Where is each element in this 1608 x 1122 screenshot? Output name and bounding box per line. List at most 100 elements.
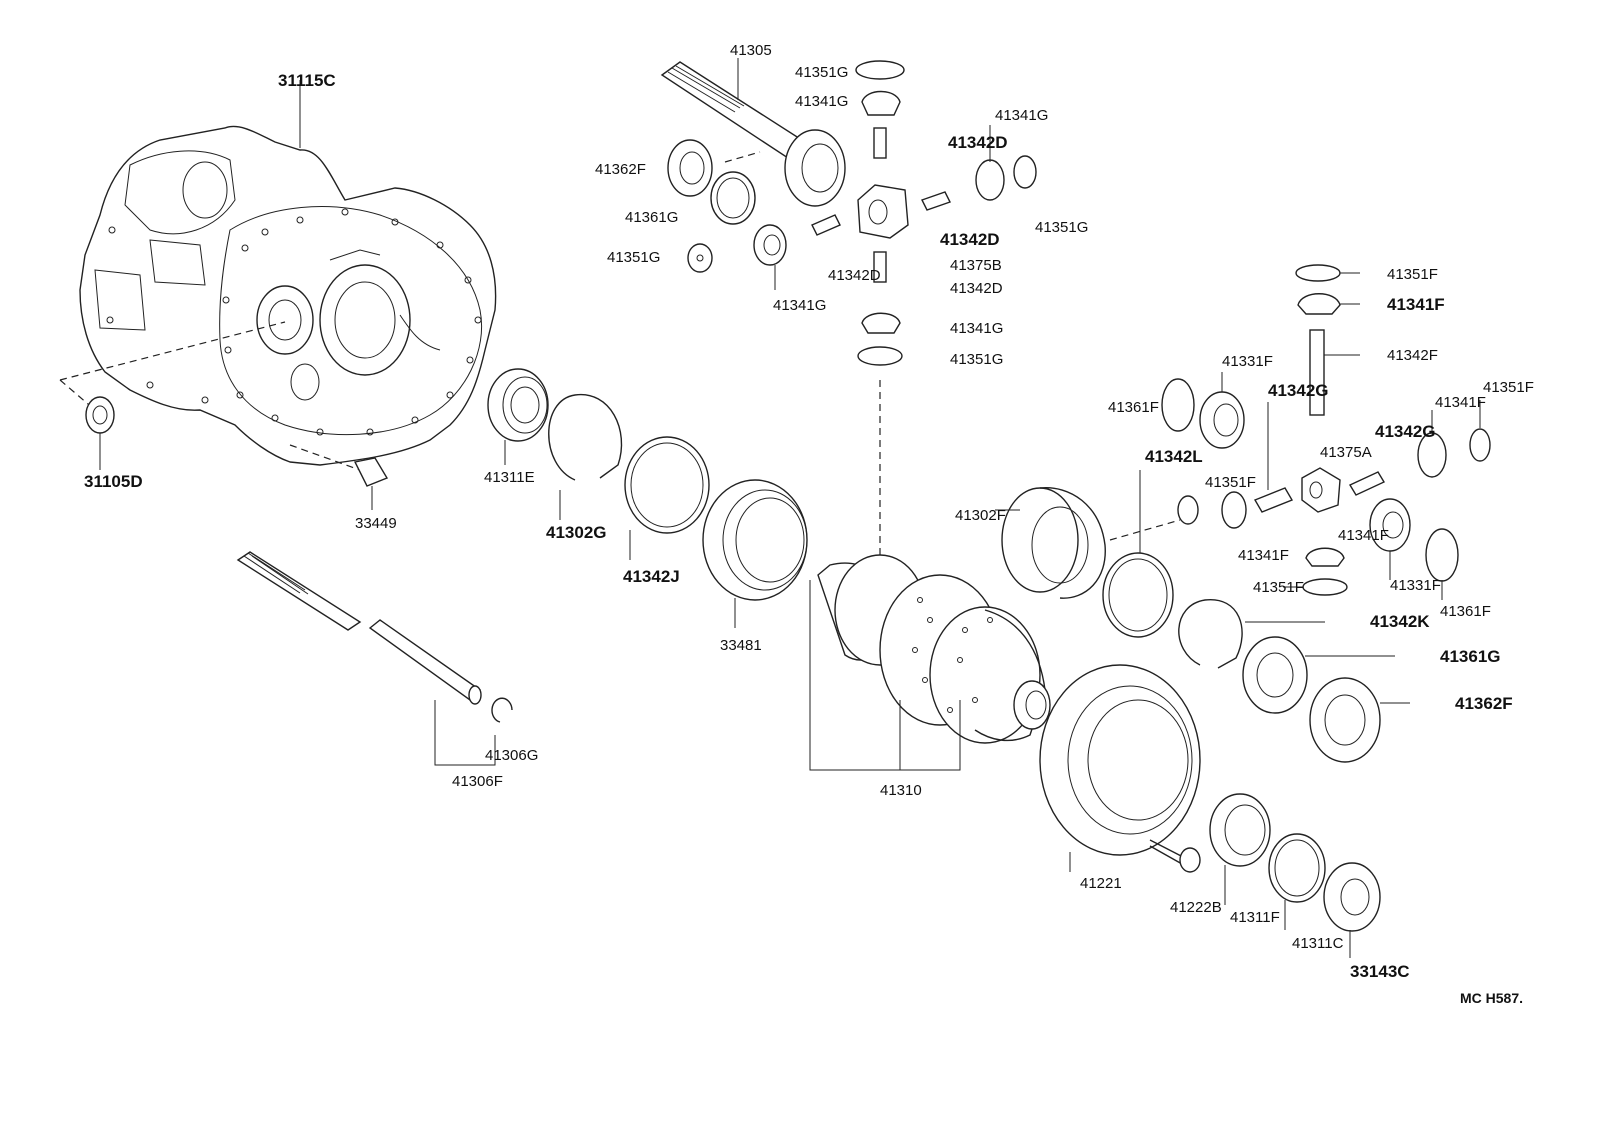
shim-41342L xyxy=(1102,470,1174,638)
washer-41361F-right xyxy=(1425,528,1459,600)
label-41342K: 41342K xyxy=(1370,612,1430,631)
washer-41351F-mid xyxy=(1177,495,1199,525)
block-41375A xyxy=(1301,467,1341,513)
label-41342D-a: 41342D xyxy=(948,133,1008,152)
label-41351G-b: 41351G xyxy=(1035,219,1088,236)
transaxle-housing xyxy=(79,80,497,466)
label-31115C: 31115C xyxy=(278,71,336,90)
label-41375A: 41375A xyxy=(1320,444,1372,461)
plug-leader-dash xyxy=(289,444,361,471)
shim-41362F-lower xyxy=(1309,677,1381,763)
label-41341F-c: 41341F xyxy=(1338,527,1389,544)
label-41342G-b: 41342G xyxy=(1375,422,1436,441)
gear-41341F-top xyxy=(1297,293,1360,315)
shim-41362F-upper xyxy=(667,139,713,197)
label-31105D: 31105D xyxy=(84,472,143,491)
label-41351G-c: 41351G xyxy=(607,249,660,266)
washer-41351G-bottom xyxy=(857,346,903,366)
pin-41342G-upper xyxy=(1253,402,1294,513)
side-gear-41331F-lower xyxy=(1369,498,1411,580)
label-41302F: 41302F xyxy=(955,507,1006,524)
label-41310: 41310 xyxy=(880,782,922,799)
label-41342L: 41342L xyxy=(1145,447,1203,466)
washer-41351G-top xyxy=(855,60,905,80)
plug-33449 xyxy=(353,457,389,510)
label-41351G-d: 41351G xyxy=(950,351,1003,368)
bolt-41222B xyxy=(1149,839,1201,873)
shim-41311C xyxy=(1268,833,1326,930)
label-41331F-b: 41331F xyxy=(1390,577,1441,594)
label-41351G-a: 41351G xyxy=(795,64,848,81)
label-41305: 41305 xyxy=(730,42,772,59)
label-41221: 41221 xyxy=(1080,875,1122,892)
ring-33481 xyxy=(702,479,808,628)
gear-41341G-top xyxy=(861,90,901,116)
snap-ring-41302G xyxy=(548,394,623,520)
washer-41351G-left xyxy=(687,243,713,273)
label-41341G-b: 41341G xyxy=(995,107,1048,124)
label-41341G-a: 41341G xyxy=(795,93,848,110)
gear-41341F-mid xyxy=(1221,491,1247,529)
pin-41342D-left xyxy=(811,214,841,236)
label-41341G-d: 41341G xyxy=(950,320,1003,337)
washer-41361F-left xyxy=(1161,378,1195,432)
label-41331F-a: 41331F xyxy=(1222,353,1273,370)
label-41342J: 41342J xyxy=(623,567,680,586)
gear-41341F-lower xyxy=(1305,547,1345,567)
side-gear-41341G-left xyxy=(753,224,787,290)
gear-41341F-right xyxy=(1417,410,1447,478)
gear-41341G-right xyxy=(975,125,1005,201)
part-labels: 31115C 31105D 33449 41311E 41302G 41342J… xyxy=(84,42,1534,1006)
label-41311E: 41311E xyxy=(484,469,535,486)
input-shaft-41306F xyxy=(236,551,496,766)
label-41341F-d: 41341F xyxy=(1238,547,1289,564)
washer-41351G-right xyxy=(1013,155,1037,189)
washer-41361G-lower xyxy=(1242,636,1308,714)
differential-case-41310 xyxy=(809,554,1051,771)
diagram-reference-code: MC H587. xyxy=(1460,990,1523,1006)
pin-41342D-bottom xyxy=(873,251,887,283)
label-41342F: 41342F xyxy=(1387,347,1438,364)
pinion-shim-dash xyxy=(724,151,761,163)
washer-41351F-lower xyxy=(1283,578,1348,596)
label-33449: 33449 xyxy=(355,515,397,532)
label-41342G-a: 41342G xyxy=(1268,381,1329,400)
washer-41351F-top xyxy=(1295,264,1360,282)
pin-41342G-lower xyxy=(1348,471,1386,496)
label-41342D-b: 41342D xyxy=(940,230,1000,249)
label-41351F-d: 41351F xyxy=(1253,579,1304,596)
label-41222B: 41222B xyxy=(1170,899,1222,916)
label-41311F: 41311F xyxy=(1230,909,1280,926)
label-33481: 33481 xyxy=(720,637,762,654)
drive-pinion-41305 xyxy=(660,58,846,207)
label-41351F-a: 41351F xyxy=(1387,266,1438,283)
label-41306G: 41306G xyxy=(485,747,538,764)
label-33143C: 33143C xyxy=(1350,962,1410,981)
label-41375B: 41375B xyxy=(950,257,1002,274)
oil-seal-31105D xyxy=(85,396,115,470)
label-41342D-c: 41342D xyxy=(828,267,881,284)
bearing-41311E xyxy=(487,368,549,465)
label-41311C: 41311C xyxy=(1292,935,1344,952)
case-41302F xyxy=(995,487,1106,599)
label-41351F-b: 41351F xyxy=(1483,379,1534,396)
label-41361G-a: 41361G xyxy=(625,209,678,226)
label-41342D-d: 41342D xyxy=(950,280,1003,297)
ring-gear-41221 xyxy=(1039,664,1201,872)
bearing-41311F xyxy=(1209,793,1271,905)
label-41362F-a: 41362F xyxy=(595,161,646,178)
pin-41342D-top xyxy=(873,127,887,159)
pin-41342D-right xyxy=(921,191,951,211)
cross-block-41375B xyxy=(857,184,909,239)
shaft-41342F xyxy=(1309,329,1360,416)
shim-41342J xyxy=(624,436,710,560)
label-41351F-c: 41351F xyxy=(1205,474,1256,491)
label-41362F-b: 41362F xyxy=(1455,694,1513,713)
gear-41341G-bottom xyxy=(861,312,901,334)
label-41306F: 41306F xyxy=(452,773,503,790)
label-41341G-c: 41341G xyxy=(773,297,826,314)
label-41341F-b: 41341F xyxy=(1435,394,1486,411)
housing-leader-dash xyxy=(59,321,286,381)
case-leader-dash xyxy=(1109,519,1181,541)
